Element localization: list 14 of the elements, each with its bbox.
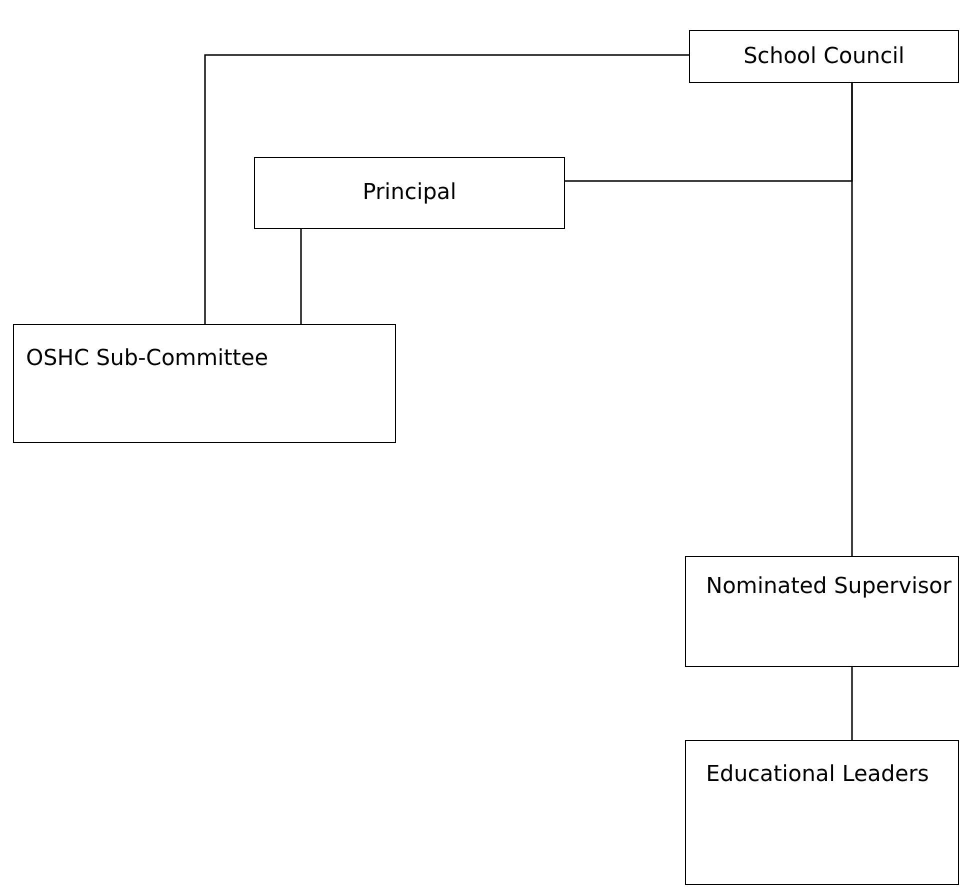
box-label: School Council [743, 42, 905, 70]
connector-line [565, 83, 853, 182]
org-box [254, 157, 565, 229]
org-box [13, 324, 396, 443]
connector-line [851, 667, 853, 740]
org-box [685, 556, 959, 667]
org-box [689, 30, 959, 83]
connector-line [300, 229, 302, 324]
box-label: OSHC Sub-Committee [26, 345, 268, 373]
box-label: Principal [362, 179, 456, 207]
connector-line [204, 54, 689, 324]
box-label: Educational Leaders [706, 761, 930, 789]
box-label: Nominated Supervisor [706, 573, 952, 601]
org-box [685, 740, 959, 885]
